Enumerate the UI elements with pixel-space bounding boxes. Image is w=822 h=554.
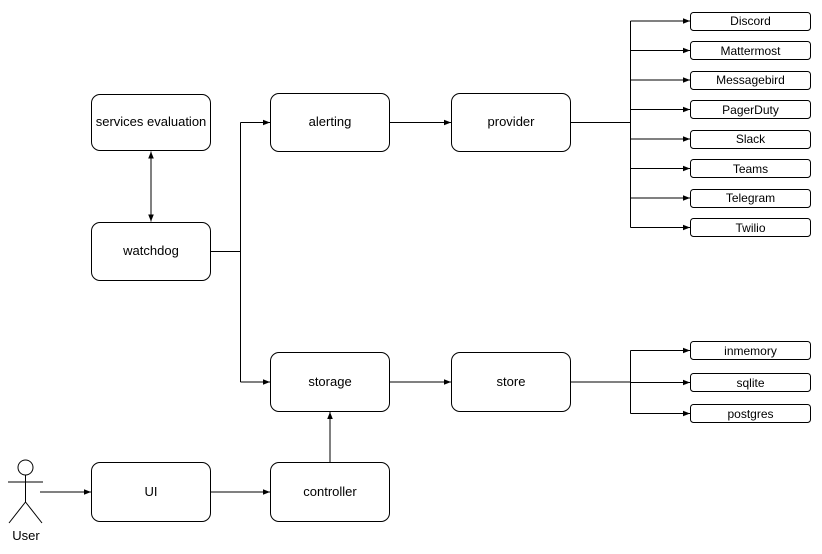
edge-provider-fanout-trunk — [571, 21, 631, 228]
provider-target-mattermost: Mattermost — [690, 41, 811, 60]
provider-target-twilio: Twilio — [690, 218, 811, 237]
store-target-inmemory: inmemory — [690, 341, 811, 360]
node-storage: storage — [270, 352, 390, 412]
node-watchdog: watchdog — [91, 222, 211, 281]
provider-target-slack: Slack — [690, 129, 811, 149]
node-services-evaluation: services evaluation — [91, 94, 211, 151]
actor-head — [17, 459, 34, 476]
provider-target-messagebird: Messagebird — [690, 70, 811, 90]
provider-target-telegram: Telegram — [690, 188, 811, 208]
node-controller: controller — [270, 462, 390, 522]
actor-user-label: User — [12, 528, 40, 543]
edge-store-fanout-trunk — [571, 350, 631, 414]
actor-user-figure — [8, 459, 43, 524]
actor-limbs — [8, 475, 43, 524]
node-provider: provider — [451, 93, 571, 152]
provider-target-teams: Teams — [690, 159, 811, 178]
node-alerting: alerting — [270, 93, 390, 152]
node-ui: UI — [91, 462, 211, 522]
provider-target-discord: Discord — [690, 11, 811, 31]
store-target-sqlite: sqlite — [690, 373, 811, 392]
provider-target-pagerduty: PagerDuty — [690, 100, 811, 119]
edge-watchdog-branch-trunk — [211, 122, 241, 382]
store-target-postgres: postgres — [690, 404, 811, 423]
node-store: store — [451, 352, 571, 412]
